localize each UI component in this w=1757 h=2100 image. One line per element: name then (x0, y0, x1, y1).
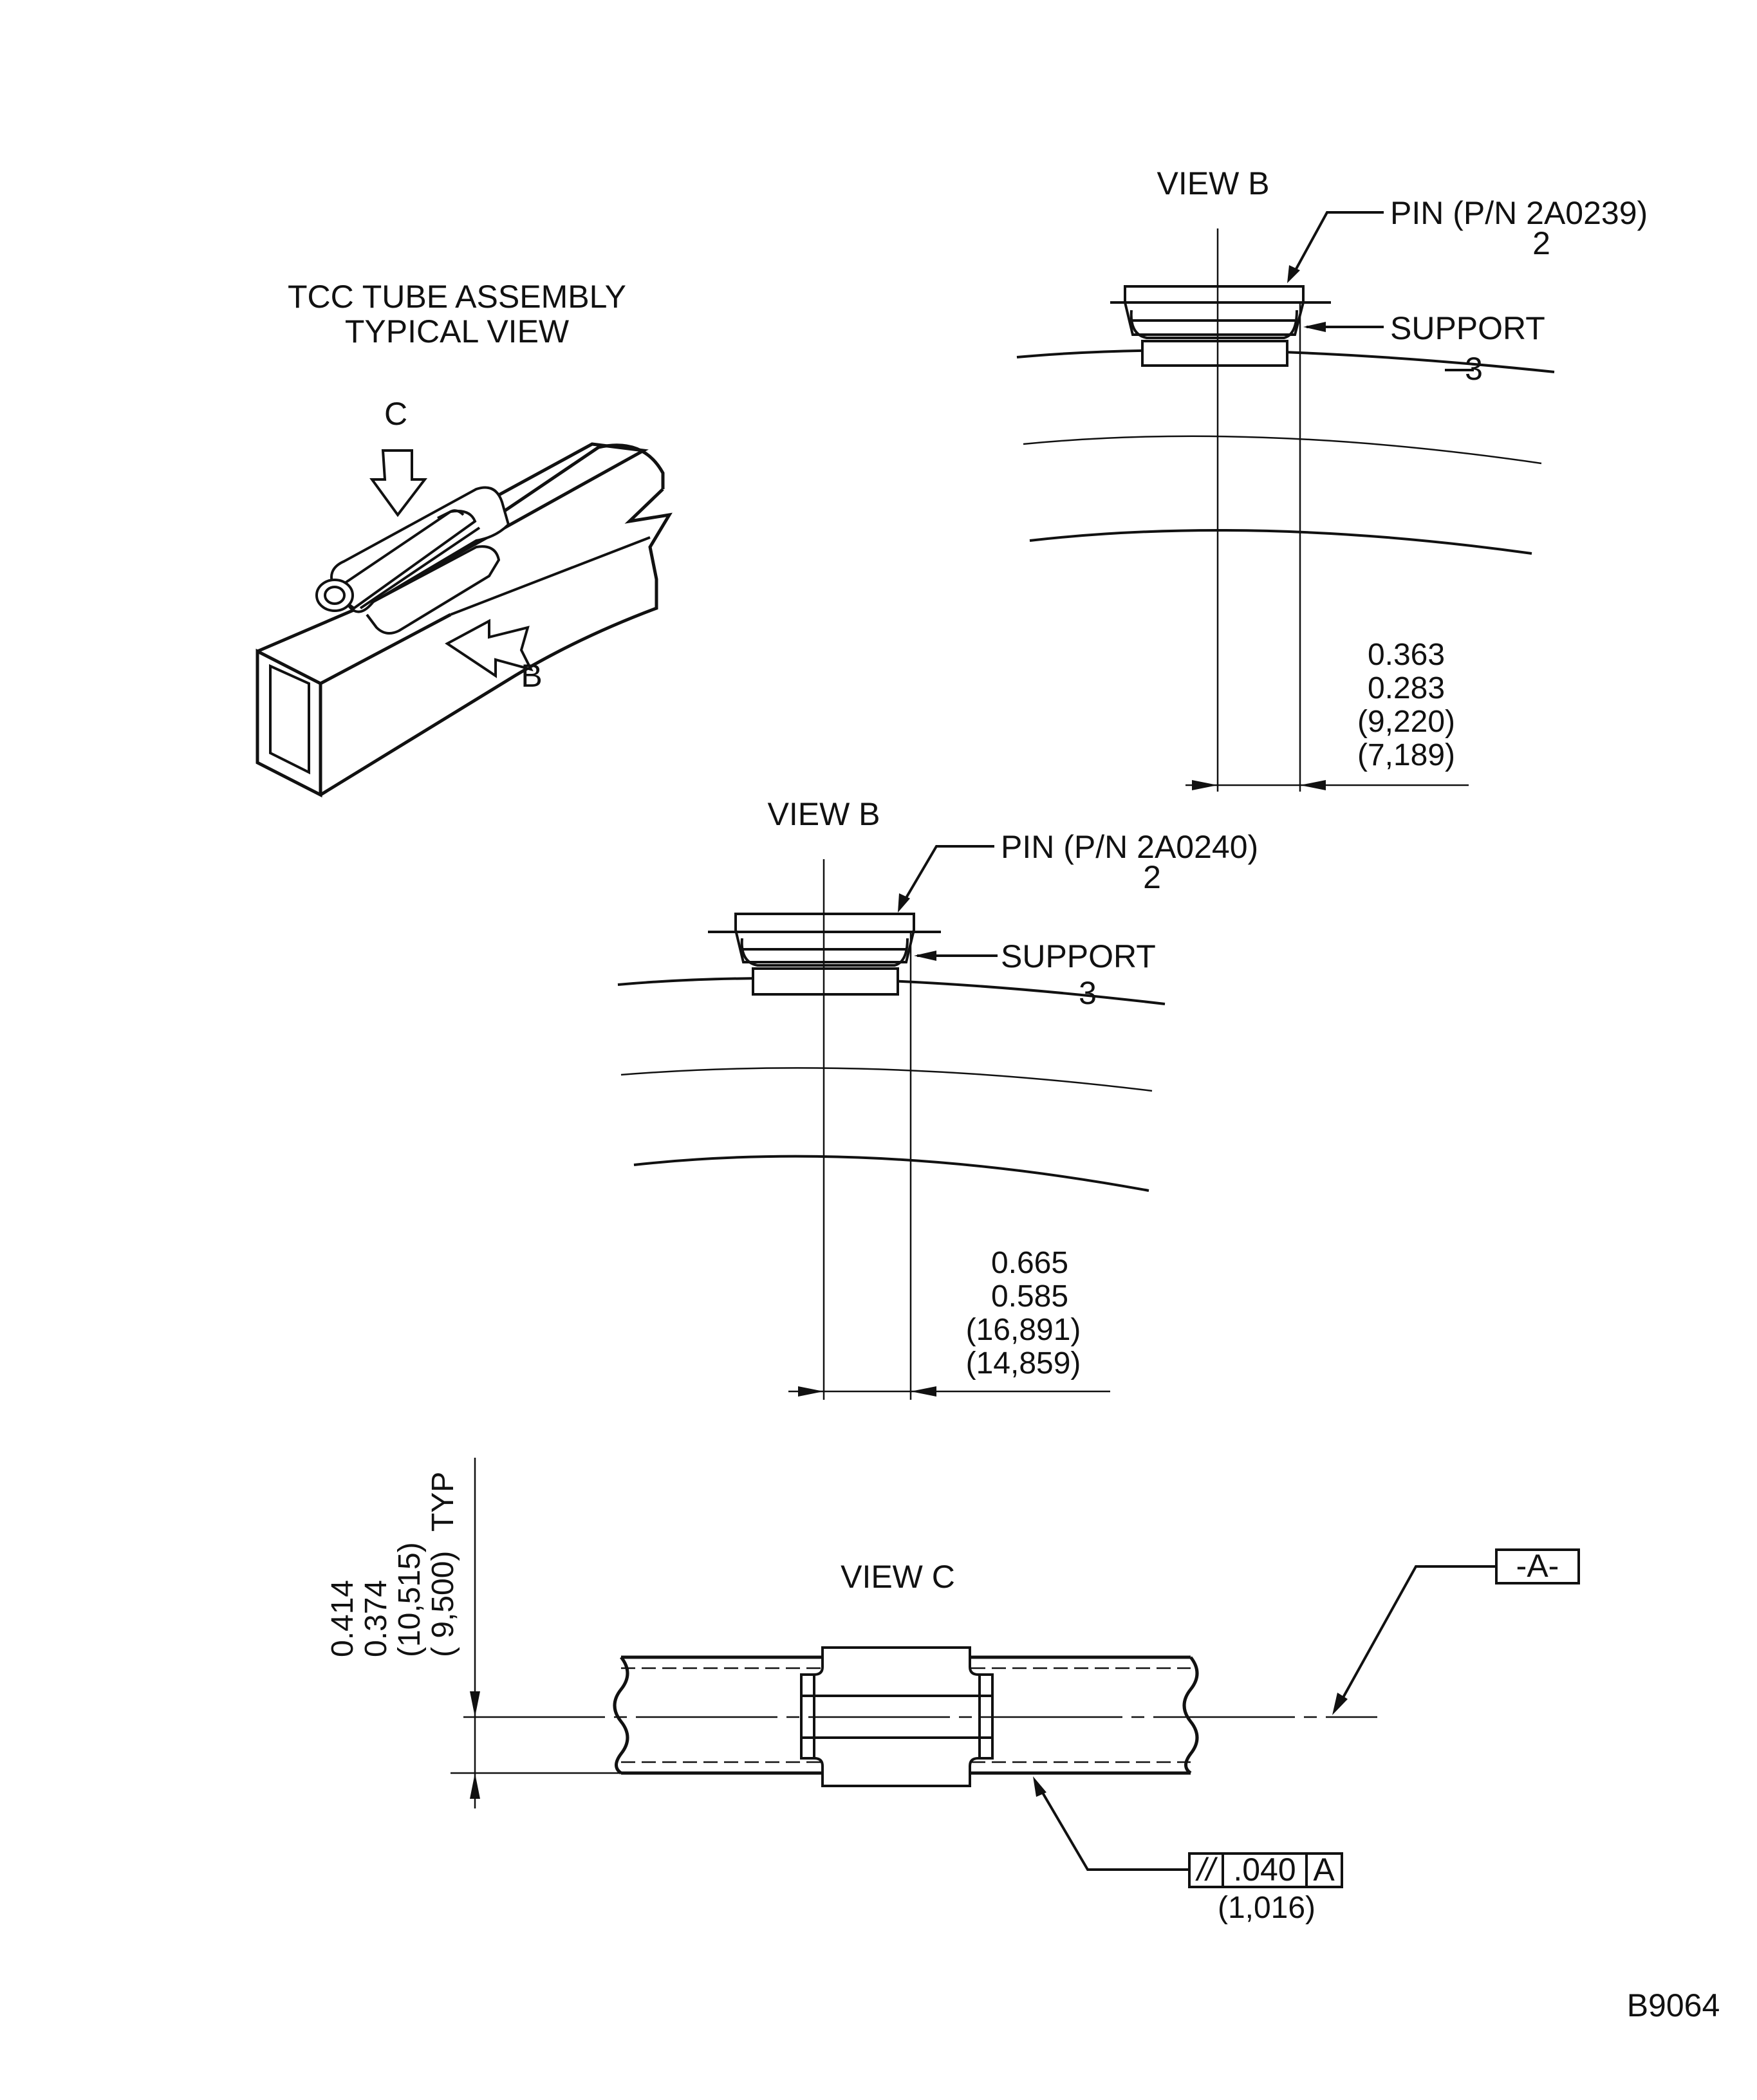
view-c-dim-line4: ( 9,500) (426, 1551, 460, 1657)
view-b-upper: VIEW B PIN (P/N 2A0239) 2 SUPPORT 3 0.36… (1016, 165, 1648, 792)
view-b-lower-dim-line1: 0.665 (991, 1246, 1068, 1280)
view-c: VIEW C 0.414 0.374 (10,515) ( 9,500) TYP (326, 1458, 1580, 1925)
view-b-lower-support-label: SUPPORT (1001, 938, 1156, 974)
tube-assembly-isometric (256, 442, 673, 798)
view-b-lower-pin-item: 2 (1143, 859, 1161, 895)
view-c-title: VIEW C (841, 1559, 955, 1595)
view-b-lower: VIEW B PIN (P/N 2A0240) 2 SUPPORT 3 0.66… (617, 796, 1258, 1400)
view-c-arrow: C (369, 396, 428, 517)
view-b-upper-pin-item: 2 (1532, 225, 1550, 261)
view-b-upper-pin-label: PIN (P/N 2A0239) (1390, 195, 1648, 231)
view-c-dim-line3: (10,515) (393, 1542, 427, 1657)
view-c-dim-suffix: TYP (426, 1472, 460, 1532)
view-b-upper-support-label: SUPPORT (1390, 310, 1545, 346)
view-c-dim-line2: 0.374 (359, 1580, 393, 1657)
tolerance-value: .040 (1233, 1852, 1296, 1888)
view-b-lower-dim-line2: 0.585 (991, 1279, 1068, 1314)
datum-a-label: -A- (1516, 1548, 1559, 1584)
view-b-upper-dimension: 0.363 0.283 (9,220) (7,189) (1357, 638, 1455, 772)
view-b-upper-dim-line2: 0.283 (1368, 671, 1445, 705)
view-b-arrow-label: B (521, 658, 542, 694)
view-b-upper-dim-line1: 0.363 (1368, 638, 1445, 672)
view-b-lower-dimension: 0.665 0.585 (16,891) (14,859) (966, 1246, 1081, 1380)
typical-view: TCC TUBE ASSEMBLY TYPICAL VIEW (256, 279, 673, 798)
view-b-lower-dim-line3: (16,891) (966, 1313, 1081, 1347)
view-b-lower-title: VIEW B (767, 796, 880, 832)
view-b-upper-dim-line3: (9,220) (1357, 705, 1455, 739)
datum-a: -A- (1332, 1548, 1580, 1715)
figure-id: B9064 (1627, 1987, 1720, 2023)
view-b-upper-support-item: 3 (1465, 351, 1483, 387)
view-b-upper-dim-line4: (7,189) (1357, 738, 1455, 772)
view-b-lower-dim-line4: (14,859) (966, 1346, 1081, 1380)
view-b-arrow: B (445, 618, 543, 694)
tolerance-frame: // .040 A (1,016) (1033, 1776, 1343, 1925)
view-b-upper-title: VIEW B (1157, 165, 1269, 201)
view-c-arrow-label: C (384, 396, 407, 432)
tolerance-symbol: // (1195, 1852, 1218, 1888)
tolerance-datum: A (1313, 1852, 1335, 1888)
typical-view-title-line1: TCC TUBE ASSEMBLY (288, 279, 626, 315)
view-c-dim-line1: 0.414 (326, 1580, 360, 1657)
typical-view-title-line2: TYPICAL VIEW (345, 313, 570, 349)
view-b-lower-support-item: 3 (1079, 975, 1097, 1011)
view-b-lower-pin-label: PIN (P/N 2A0240) (1001, 829, 1258, 865)
tolerance-metric: (1,016) (1218, 1891, 1315, 1925)
view-c-dimension: 0.414 0.374 (10,515) ( 9,500) TYP (326, 1472, 460, 1657)
